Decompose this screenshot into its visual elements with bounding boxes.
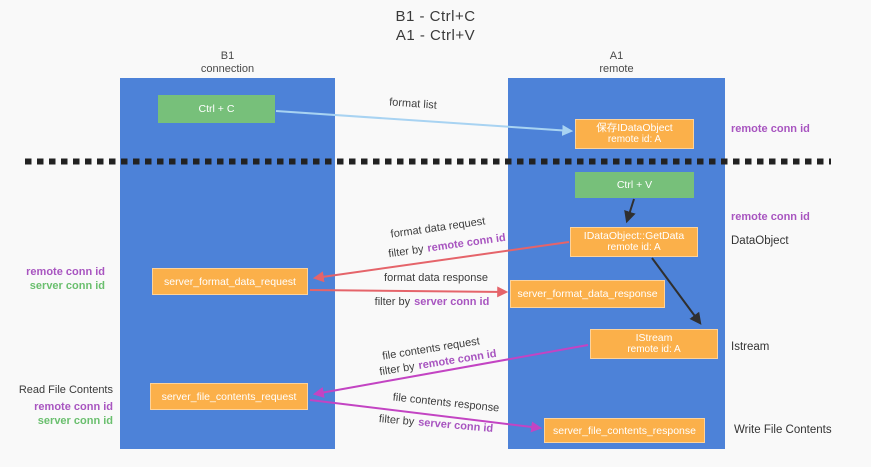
server-file-contents-request-label: server_file_contents_request bbox=[161, 390, 297, 403]
node-idataobject-getdata: IDataObject::GetData remote id: A bbox=[570, 227, 698, 257]
server-format-data-request-label: server_format_data_request bbox=[164, 275, 296, 288]
saved-dataobject-line2: remote id: A bbox=[607, 134, 662, 145]
column-header-b1: B1 connection bbox=[120, 50, 335, 76]
node-server-format-data-response: server_format_data_response bbox=[510, 280, 665, 308]
istream-line1: IStream bbox=[635, 332, 673, 344]
column-b1-role: connection bbox=[200, 63, 255, 75]
getdata-line2: remote id: A bbox=[607, 242, 661, 253]
node-server-file-contents-request: server_file_contents_request bbox=[150, 383, 308, 410]
node-saved-dataobject: 保存IDataObject remote id: A bbox=[575, 119, 694, 149]
right-remote-conn-id-mid: remote conn id bbox=[731, 211, 810, 223]
ctrl-c-label: Ctrl + C bbox=[198, 103, 235, 115]
left-read-file-contents-label: Read File Contents bbox=[18, 384, 113, 396]
arrow-format-data-response bbox=[309, 286, 509, 298]
right-write-file-contents-label: Write File Contents bbox=[734, 424, 832, 436]
node-server-file-contents-response: server_file_contents_response bbox=[544, 418, 705, 443]
column-a1-role: remote bbox=[599, 63, 634, 75]
getdata-line1: IDataObject::GetData bbox=[583, 230, 685, 242]
right-istream-label: Istream bbox=[731, 341, 770, 353]
node-server-format-data-request: server_format_data_request bbox=[152, 268, 308, 295]
ctrl-v-label: Ctrl + V bbox=[616, 179, 653, 191]
column-header-a1: A1 remote bbox=[508, 50, 725, 76]
right-dataobject-label: DataObject bbox=[731, 235, 789, 247]
server-format-data-response-label: server_format_data_response bbox=[517, 288, 658, 300]
title-line-2: A1 - Ctrl+V bbox=[395, 27, 476, 44]
saved-dataobject-line1: 保存IDataObject bbox=[596, 122, 673, 134]
server-file-contents-response-label: server_file_contents_response bbox=[552, 424, 696, 437]
node-istream: IStream remote id: A bbox=[590, 329, 718, 359]
title-line-1: B1 - Ctrl+C bbox=[395, 8, 476, 25]
node-ctrl-c: Ctrl + C bbox=[158, 95, 275, 123]
left-read-file-contents-block: Read File Contents remote conn id server… bbox=[3, 383, 113, 428]
left-remote-conn-id-bottom: remote conn id bbox=[34, 401, 113, 413]
diagram-title: B1 - Ctrl+C A1 - Ctrl+V bbox=[0, 7, 871, 45]
right-remote-conn-id-top: remote conn id bbox=[731, 123, 810, 135]
left-remote-conn-id-mid: remote conn id bbox=[26, 266, 105, 278]
format-list-label: format list bbox=[388, 96, 438, 112]
left-server-conn-id-mid: server conn id bbox=[29, 280, 105, 292]
file-contents-response-label: file contents response bbox=[392, 391, 500, 415]
format-data-response-label: format data response bbox=[384, 272, 488, 284]
left-conn-id-block: remote conn id server conn id bbox=[5, 265, 105, 293]
istream-line2: remote id: A bbox=[627, 344, 681, 355]
column-b1-name: B1 bbox=[220, 50, 235, 62]
column-a1-name: A1 bbox=[609, 50, 624, 62]
left-server-conn-id-bottom: server conn id bbox=[37, 415, 113, 427]
node-ctrl-v: Ctrl + V bbox=[575, 172, 694, 198]
